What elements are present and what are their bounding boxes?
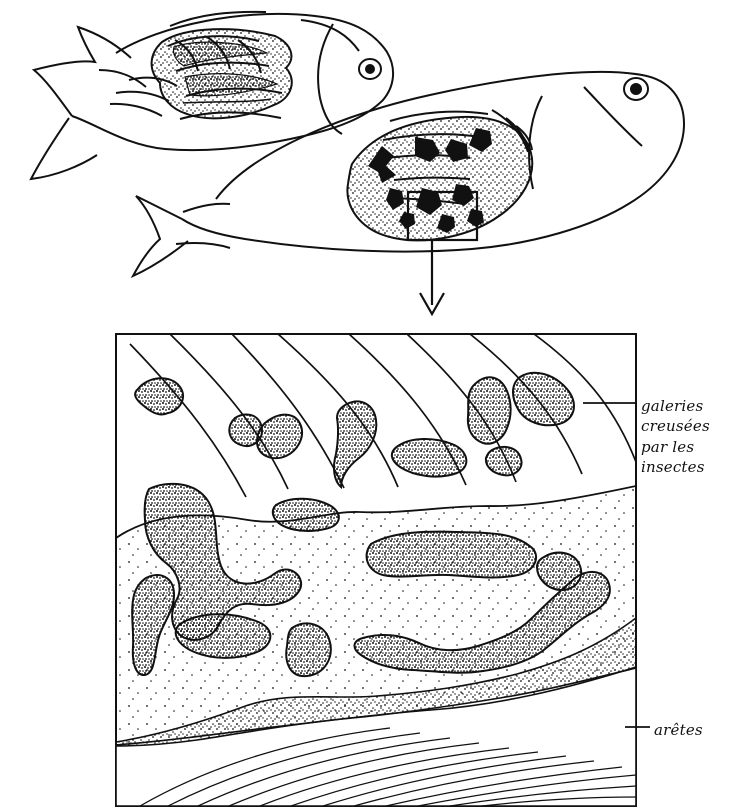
aretes-label: arêtes xyxy=(654,720,703,740)
middle-fish-damage xyxy=(347,117,532,240)
galleries-label-line-3: par les xyxy=(641,437,710,457)
galleries-label-line-4: insectes xyxy=(641,457,710,477)
galleries-label: galeries creusées par les insectes xyxy=(641,396,710,477)
galleries-label-line-1: galeries xyxy=(641,396,710,416)
enlarged-panel xyxy=(116,334,636,806)
galleries-label-line-2: creusées xyxy=(641,416,710,436)
top-fish-damage xyxy=(152,29,292,118)
